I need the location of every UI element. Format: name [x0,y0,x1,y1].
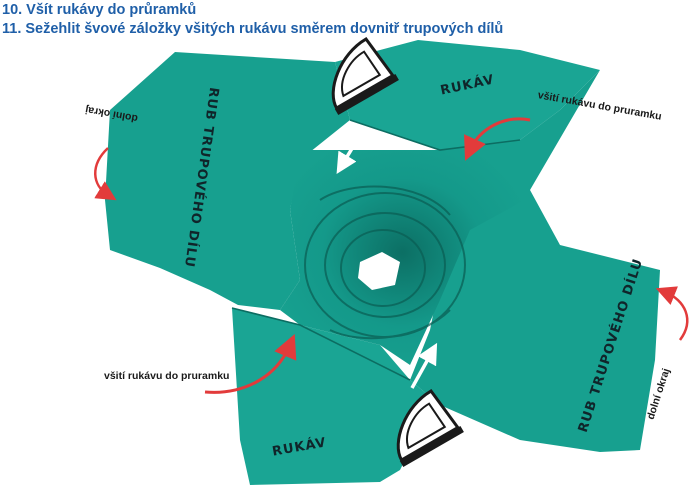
neck-opening [358,252,400,290]
arrow-icon [464,117,531,161]
garment [105,40,660,485]
sleeve-top [335,40,600,150]
step-10-heading: 10. Všít rukávy do průramků [2,2,197,18]
arrow-icon [655,286,689,341]
step-11-heading: 11. Sežehlit švové záložky všitých rukáv… [2,21,504,37]
iron-icon [331,37,399,116]
arrow-icon [204,333,297,394]
label-seam-bottom: všití rukávu do pruramku [104,370,230,382]
arrow-icon [336,131,364,174]
body-panel-right [410,70,660,452]
seam-lines [231,119,521,381]
center-fabric [280,140,525,365]
fabric-folds [304,185,466,340]
arrow-icon [410,342,438,389]
body-panel-left [105,52,350,310]
iron-icon [396,389,464,468]
arrow-icon [94,147,117,201]
